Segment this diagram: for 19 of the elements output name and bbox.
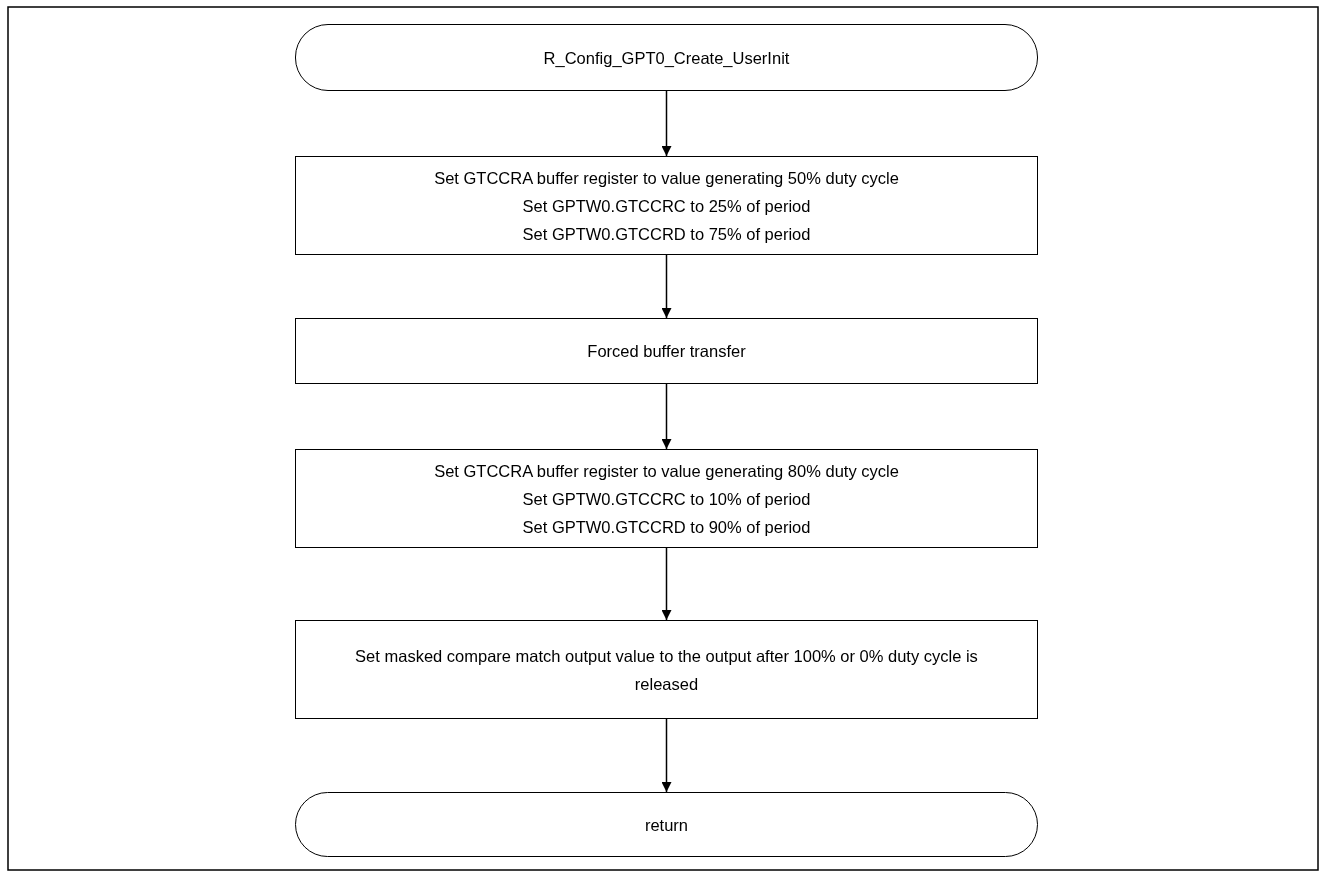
arrow	[661, 90, 672, 157]
step-text: R_Config_GPT0_Create_UserInit	[543, 47, 790, 69]
arrow	[661, 383, 672, 450]
step-text: Set GTCCRA buffer register to value generating 80% duty cycle	[434, 460, 899, 482]
step-text: Set GTCCRA buffer register to value generating 50% duty cycle	[434, 167, 899, 189]
process-box	[295, 156, 1038, 255]
arrow	[661, 547, 672, 621]
step-text: return	[644, 814, 689, 836]
process-box	[295, 449, 1038, 548]
step-text: Set GPTW0.GTCCRD to 90% of period	[522, 516, 811, 538]
process-box	[295, 318, 1038, 384]
arrow	[661, 254, 672, 319]
step-text: Set GPTW0.GTCCRC to 25% of period	[522, 195, 811, 217]
step-text: Forced buffer transfer	[587, 341, 746, 362]
step-text: Set masked compare match output value to the output after 100% or 0% duty cycle is released	[354, 645, 979, 695]
arrow	[661, 718, 672, 793]
process-box	[295, 620, 1038, 719]
step-text: Set GPTW0.GTCCRC to 10% of period	[522, 488, 811, 510]
step-text: Set GPTW0.GTCCRD to 75% of period	[522, 223, 811, 245]
